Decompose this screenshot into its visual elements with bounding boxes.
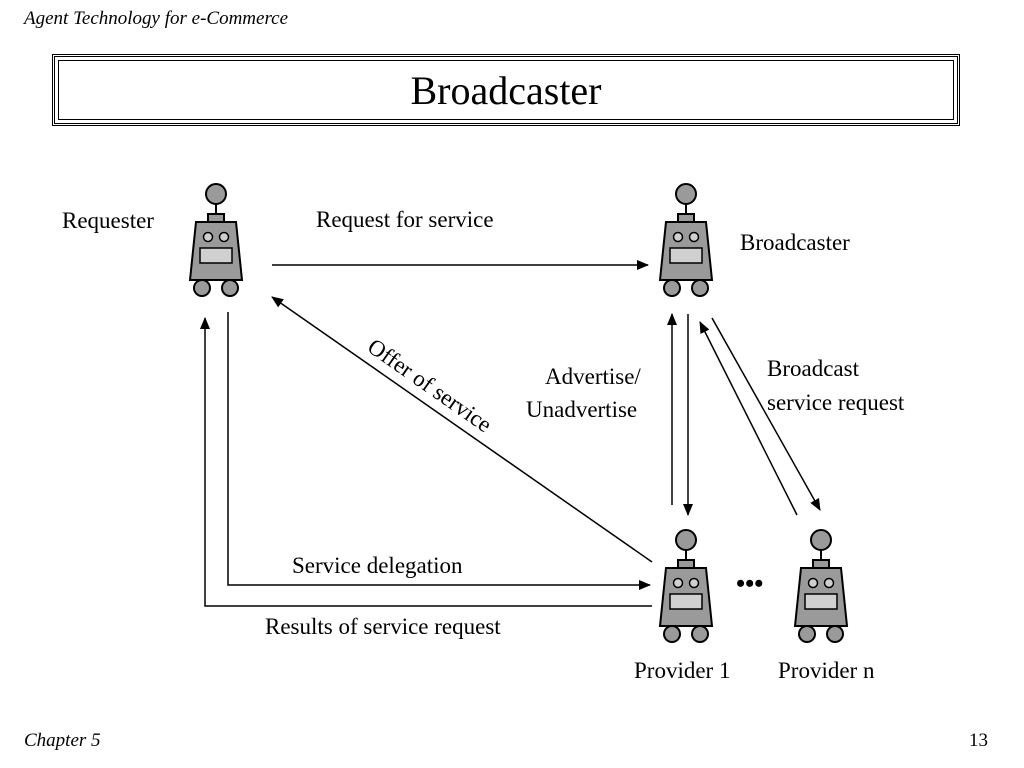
footer-chapter: Chapter 5 [24,730,101,751]
results-arrow [200,317,652,607]
providern-response-arrow [699,321,798,516]
request-label: Request for service [316,207,494,232]
providern-robot-icon [794,529,848,643]
broadcast-arrow [711,317,821,511]
provider1-robot-icon [659,529,713,643]
requester-label: Requester [62,208,154,233]
provider1-label: Provider 1 [634,658,730,683]
broadcast-label-1: Broadcast [767,356,860,381]
slide-title-box: Broadcaster [52,54,960,126]
requester-robot-icon [189,183,243,297]
slide-title: Broadcaster [410,67,602,113]
advertise-label: Advertise/ [545,364,641,389]
broadcaster-robot-icon [659,183,713,297]
offer-label: Offer of service [363,334,496,438]
providern-label: Provider n [778,658,875,683]
delegation-arrow [227,312,651,590]
unadvertise-label: Unadvertise [526,397,637,422]
delegation-label: Service delegation [292,553,463,578]
broadcaster-label: Broadcaster [740,230,850,255]
results-label: Results of service request [265,614,501,639]
header-title: Agent Technology for e-Commerce [24,8,289,29]
footer-page-number: 13 [969,730,988,751]
broadcast-label-2: service request [767,390,905,415]
ellipsis: ••• [736,569,763,598]
offer-arrow [271,296,653,563]
